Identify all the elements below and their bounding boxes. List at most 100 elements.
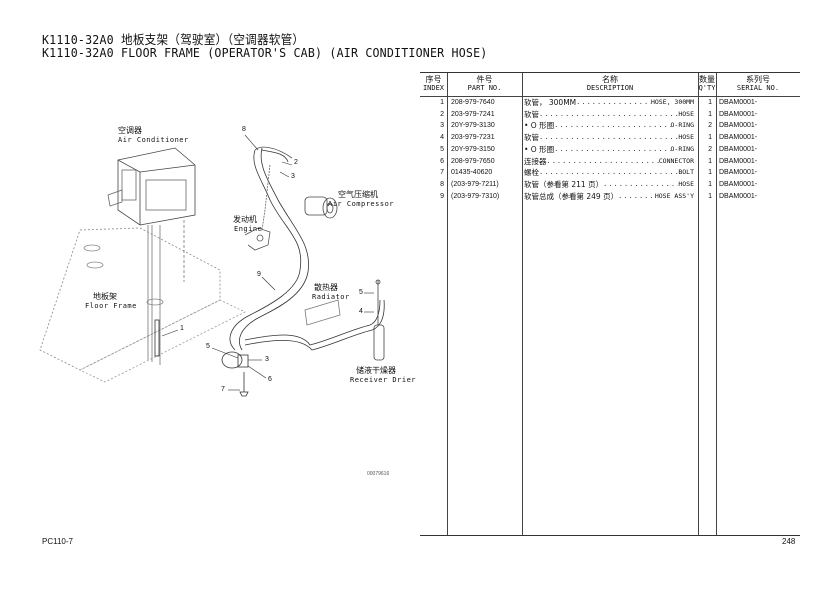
dot-leader: ........................................… xyxy=(539,109,678,118)
page-title-chinese: K1110-32A0 地板支架（驾驶室）（空调器软管） xyxy=(42,32,305,47)
row-part-number: 01435-40620 xyxy=(451,169,493,177)
dot-leader: ........................................… xyxy=(539,133,678,142)
floor-frame-label-cn: 地板架 xyxy=(93,292,117,301)
row-index: 6 xyxy=(440,157,444,165)
row-serial: DBAM0001- xyxy=(719,157,758,165)
row-serial: DBAM0001- xyxy=(719,192,758,200)
row-quantity: 1 xyxy=(708,180,712,188)
description-cn: 软管 xyxy=(524,133,539,143)
row-part-number: 203-979-7241 xyxy=(451,110,495,118)
description-en: HOSE, 300MM xyxy=(650,98,694,106)
dot-leader: ........................................… xyxy=(554,144,671,153)
description-cn: 螺栓 xyxy=(524,168,539,178)
description-cn: 软管， 300MM xyxy=(524,98,577,107)
callout-5: 5 xyxy=(359,289,363,296)
row-serial: DBAM0001- xyxy=(719,99,758,106)
radiator-label-en: Radiator xyxy=(312,293,350,301)
callout-5b: 5 xyxy=(206,343,210,350)
floor-frame-drawing xyxy=(39,227,246,383)
air-conditioner-drawing xyxy=(107,147,196,365)
description-en: BOLT xyxy=(678,168,694,177)
air-conditioner-label-cn: 空调器 xyxy=(118,126,142,135)
row-quantity: 1 xyxy=(708,157,712,165)
row-part-number: (203-979-7211) xyxy=(451,180,499,188)
row-quantity: 1 xyxy=(708,134,712,142)
row-quantity: 1 xyxy=(708,169,712,177)
receiver-drier-label-en: Receiver Drier xyxy=(350,376,417,384)
dot-leader: ........................................… xyxy=(618,191,655,200)
row-index: 2 xyxy=(440,110,444,118)
dot-leader: ........................................… xyxy=(546,156,659,165)
description-cn: 软管（参看第 211 页） xyxy=(524,179,604,189)
table-row: 3 20Y-979-3130 • O 形圈.....................… xyxy=(420,120,800,132)
description-en: O-RING xyxy=(670,121,694,130)
row-part-number: 20Y-979-3130 xyxy=(451,122,495,130)
row-index: 5 xyxy=(440,145,444,153)
row-index: 8 xyxy=(440,180,444,188)
row-index: 7 xyxy=(440,169,444,177)
connector-drawing xyxy=(221,351,249,397)
air-compressor-label-en: Air Compressor xyxy=(328,200,395,208)
dot-leader: ........................................… xyxy=(554,121,671,130)
callout-6: 6 xyxy=(268,376,272,383)
row-serial: DBAM0001- xyxy=(719,180,758,188)
row-serial: DBAM0001- xyxy=(719,134,758,142)
hose-drawing xyxy=(229,146,385,351)
air-conditioner-label-en: Air Conditioner xyxy=(118,136,189,144)
table-row: 9(203-979-7310)软管总成（参看第 249 页）..........… xyxy=(420,191,800,203)
row-quantity: 2 xyxy=(708,122,712,130)
description-cn: 软管 xyxy=(524,109,539,119)
row-description: 连接器.....................................… xyxy=(524,156,694,168)
air-compressor-drawing xyxy=(304,196,338,219)
description-en: CONNECTOR xyxy=(658,156,694,165)
description-cn: 连接器 xyxy=(524,156,547,166)
description-en: HOSE xyxy=(678,133,694,142)
receiver-drier-label-cn: 储液干燥器 xyxy=(356,366,396,375)
description-cn: • O 形圈 xyxy=(524,144,555,154)
description-en: O-RING xyxy=(670,144,694,153)
row-index: 3 xyxy=(440,122,444,130)
row-part-number: 208-979-7650 xyxy=(451,157,495,165)
callout-2: 2 xyxy=(294,159,298,166)
table-row: 8 (203-979-7211) 软管（参看第 211 页）............… xyxy=(420,179,800,191)
row-index: 1 xyxy=(440,99,444,106)
dot-leader: ........................................… xyxy=(539,168,678,177)
description-en: HOSE xyxy=(678,179,694,188)
description-cn: • O 形圈 xyxy=(524,121,555,131)
figure-code: 00079616 xyxy=(367,471,390,477)
row-description: 软管， 300MM...............................… xyxy=(524,97,694,109)
row-part-number: 203-979-7231 xyxy=(451,134,495,142)
row-part-number: 208-979-7640 xyxy=(451,99,495,106)
callout-9: 9 xyxy=(257,271,261,278)
footer-page-number: 248 xyxy=(782,537,796,546)
row-serial: DBAM0001- xyxy=(719,110,758,118)
row-description: 螺栓......................................… xyxy=(524,167,694,179)
radiator-label-cn: 散热器 xyxy=(314,283,338,292)
callout-8: 8 xyxy=(242,126,246,133)
row-quantity: 1 xyxy=(708,99,712,106)
callout-leaders xyxy=(161,134,374,391)
row-description: 软管总成（参看第 249 页）.........................… xyxy=(524,191,694,203)
row-index: 9 xyxy=(440,192,444,200)
table-row: 5 20Y-979-3150 • O 形圈.....................… xyxy=(420,144,800,156)
dot-leader: ........................................… xyxy=(603,179,678,188)
engine-bracket-drawing xyxy=(244,227,271,251)
row-serial: DBAM0001- xyxy=(719,122,758,130)
callout-4: 4 xyxy=(359,308,363,315)
table-row: 6 208-979-7650 连接器........................… xyxy=(420,156,800,168)
row-part-number: 20Y-979-3150 xyxy=(451,145,495,153)
row-quantity: 2 xyxy=(708,145,712,153)
footer-model: PC110-7 xyxy=(42,537,73,546)
description-cn: 软管总成（参看第 249 页） xyxy=(524,191,619,201)
table-row: 2 203-979-7241 软管.........................… xyxy=(420,109,800,121)
callout-7: 7 xyxy=(221,386,225,393)
dot-leader: ........................................… xyxy=(576,98,651,106)
row-serial: DBAM0001- xyxy=(719,169,758,177)
